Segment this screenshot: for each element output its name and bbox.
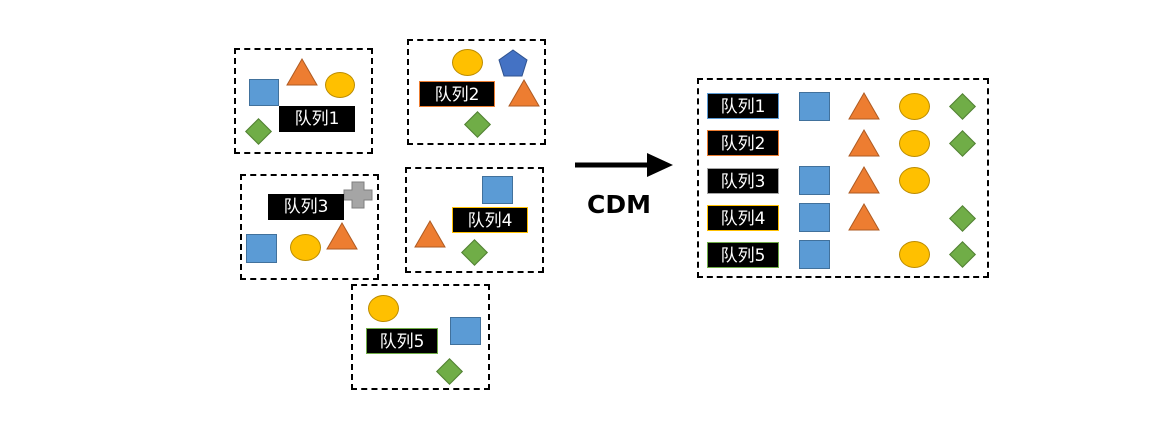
square-shape	[450, 317, 481, 345]
diamond-shape	[949, 130, 976, 157]
circle-shape	[368, 295, 399, 322]
triangle-shape	[286, 57, 318, 86]
circle-shape	[899, 93, 930, 120]
queue-label-5: 队列5	[366, 328, 438, 354]
queue-group-1: 队列1	[234, 48, 373, 154]
circle-shape	[899, 167, 930, 194]
queue-group-2: 队列2	[407, 39, 546, 145]
circle-shape	[290, 234, 321, 261]
result-label-5: 队列5	[707, 242, 779, 268]
diamond-shape	[949, 241, 976, 268]
queue-label-4: 队列4	[452, 207, 528, 233]
triangle-shape	[848, 91, 880, 120]
queue-group-5: 队列5	[351, 284, 490, 390]
square-shape	[799, 240, 830, 269]
square-shape	[799, 92, 830, 121]
diamond-shape	[949, 93, 976, 120]
triangle-shape	[414, 219, 446, 248]
triangle-shape	[848, 165, 880, 194]
result-label-4: 队列4	[707, 205, 779, 231]
pentagon-shape	[498, 49, 528, 77]
transform-arrow	[575, 150, 675, 180]
queue-label-2: 队列2	[419, 81, 495, 107]
triangle-shape	[326, 221, 358, 250]
circle-shape	[452, 49, 483, 76]
square-shape	[249, 79, 279, 106]
circle-shape	[899, 241, 930, 268]
cross-shape	[343, 181, 373, 209]
square-shape	[246, 234, 277, 263]
diamond-shape	[461, 239, 488, 266]
square-shape	[482, 176, 513, 204]
queue-group-3: 队列3	[240, 174, 379, 280]
result-label-1: 队列1	[707, 93, 779, 119]
diamond-shape	[464, 111, 491, 138]
queue-group-4: 队列4	[405, 167, 544, 273]
triangle-shape	[848, 128, 880, 157]
triangle-shape	[848, 202, 880, 231]
circle-shape	[899, 130, 930, 157]
diamond-shape	[949, 205, 976, 232]
diamond-shape	[436, 358, 463, 385]
circle-shape	[325, 72, 355, 98]
cdm-label: CDM	[587, 190, 651, 219]
diamond-shape	[245, 118, 272, 145]
result-label-2: 队列2	[707, 130, 779, 156]
queue-label-3: 队列3	[268, 194, 344, 220]
square-shape	[799, 166, 830, 195]
triangle-shape	[508, 78, 540, 107]
result-label-3: 队列3	[707, 168, 779, 194]
right-arrow-icon	[575, 153, 673, 177]
merged-result-box: 队列1 队列2 队列3 队列4 队列5	[697, 78, 989, 278]
square-shape	[799, 203, 830, 232]
queue-label-1: 队列1	[279, 106, 355, 132]
